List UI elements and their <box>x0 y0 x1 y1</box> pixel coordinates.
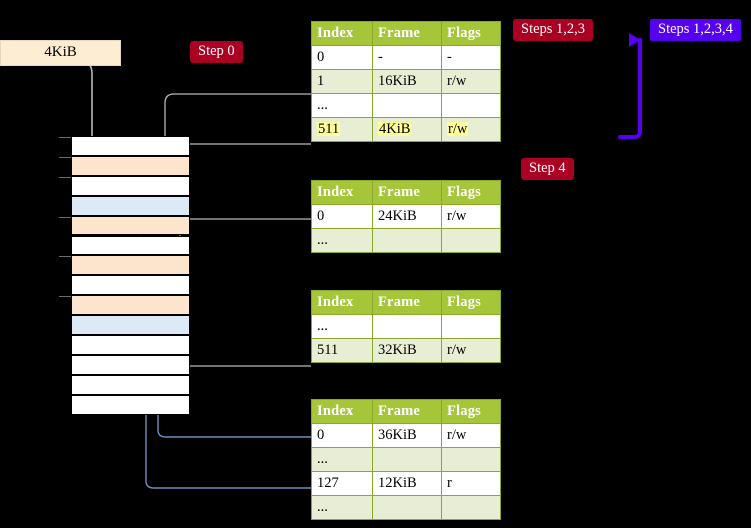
cell-flags <box>441 447 501 472</box>
table-row: ... <box>311 93 501 118</box>
column-header-frame: Frame <box>372 290 442 315</box>
cell-frame: 4KiB <box>372 117 442 142</box>
cell-flags <box>441 495 501 520</box>
cell-frame: - <box>372 45 442 70</box>
table-row: ... <box>311 228 501 253</box>
cell-index: 511 <box>311 117 373 142</box>
cell-index: 127 <box>311 471 373 496</box>
table-header-row: Index Frame Flags <box>311 180 501 205</box>
table-header-row: Index Frame Flags <box>311 290 501 315</box>
table-row: ... <box>311 447 501 472</box>
cell-frame <box>372 93 442 118</box>
cell-flags <box>441 93 501 118</box>
connector-l2-row511-to-memory <box>173 314 311 367</box>
memory-block <box>59 175 190 196</box>
badge-steps-1234: Steps 1,2,3,4 <box>650 19 741 41</box>
column-header-frame: Frame <box>372 180 442 205</box>
table-row: ... <box>311 314 501 339</box>
badge-step-4: Step 4 <box>521 158 574 180</box>
memory-block <box>71 354 190 375</box>
cell-flags: r <box>441 471 501 496</box>
table-header-row: Index Frame Flags <box>311 21 501 46</box>
table-row: 0 - - <box>311 45 501 70</box>
cell-flags: r/w <box>441 338 501 363</box>
memory-block <box>71 195 190 216</box>
memory-size-label: 4KiB <box>0 40 121 66</box>
cell-frame: 36KiB <box>372 423 442 448</box>
memory-block <box>71 275 190 296</box>
connector-l4-row511-to-memory <box>173 143 311 166</box>
cell-frame: 12KiB <box>372 471 442 496</box>
cell-flags: r/w <box>441 204 501 229</box>
column-header-flags: Flags <box>441 290 501 315</box>
cell-flags: r/w <box>441 69 501 94</box>
cell-index: ... <box>311 314 373 339</box>
column-header-index: Index <box>311 399 373 424</box>
badge-step-0: Step 0 <box>190 41 243 63</box>
column-header-frame: Frame <box>372 21 442 46</box>
highlight-frame: 4KiB <box>378 120 412 137</box>
cell-flags <box>441 228 501 253</box>
table-row: 511 32KiB r/w <box>311 338 501 363</box>
memory-block <box>71 335 190 355</box>
column-header-flags: Flags <box>441 399 501 424</box>
cell-index: ... <box>311 228 373 253</box>
cell-index: 0 <box>311 45 373 70</box>
memory-block <box>59 295 190 316</box>
connector-l3-row0-to-memory <box>179 218 311 266</box>
cell-frame <box>372 228 442 253</box>
memory-block <box>59 215 190 236</box>
cell-index: 511 <box>311 338 373 363</box>
column-header-index: Index <box>311 290 373 315</box>
memory-block <box>59 255 190 276</box>
table-row: 0 36KiB r/w <box>311 423 501 448</box>
cell-flags: r/w <box>441 117 501 142</box>
highlight-index: 511 <box>317 120 341 137</box>
table-row: 1 16KiB r/w <box>311 69 501 94</box>
table-row: 127 12KiB r <box>311 471 501 496</box>
page-table-level3: Index Frame Flags 0 24KiB r/w ... <box>311 180 501 253</box>
column-header-index: Index <box>311 180 373 205</box>
memory-block <box>71 374 190 395</box>
memory-block <box>59 136 190 156</box>
memory-block <box>71 235 190 256</box>
cell-index: ... <box>311 447 373 472</box>
cell-frame <box>372 447 442 472</box>
cell-frame <box>372 495 442 520</box>
cell-flags <box>441 314 501 339</box>
highlight-flags: r/w <box>447 120 469 137</box>
memory-block <box>59 155 190 176</box>
column-header-flags: Flags <box>441 180 501 205</box>
cell-frame: 32KiB <box>372 338 442 363</box>
cell-index: ... <box>311 93 373 118</box>
column-header-flags: Flags <box>441 21 501 46</box>
page-table-level4: Index Frame Flags 0 - - 1 16KiB r/w ... … <box>311 21 501 142</box>
cell-index: 1 <box>311 69 373 94</box>
purple-bracket-arrow <box>618 33 642 139</box>
cell-frame: 24KiB <box>372 204 442 229</box>
cell-index: 0 <box>311 204 373 229</box>
cell-index: ... <box>311 495 373 520</box>
page-table-level1: Index Frame Flags 0 36KiB r/w ... 127 12… <box>311 399 501 520</box>
table-row-highlighted: 511 4KiB r/w <box>311 117 501 142</box>
page-table-level2: Index Frame Flags ... 511 32KiB r/w <box>311 290 501 363</box>
cell-flags: - <box>441 45 501 70</box>
memory-block <box>71 315 190 335</box>
table-row: ... <box>311 495 501 520</box>
cell-flags: r/w <box>441 423 501 448</box>
column-header-index: Index <box>311 21 373 46</box>
physical-memory-column <box>59 136 190 415</box>
cell-frame <box>372 314 442 339</box>
cell-frame: 16KiB <box>372 69 442 94</box>
memory-block <box>71 394 190 415</box>
table-header-row: Index Frame Flags <box>311 399 501 424</box>
cell-index: 0 <box>311 423 373 448</box>
table-row: 0 24KiB r/w <box>311 204 501 229</box>
badge-steps-123: Steps 1,2,3 <box>513 19 594 41</box>
column-header-frame: Frame <box>372 399 442 424</box>
